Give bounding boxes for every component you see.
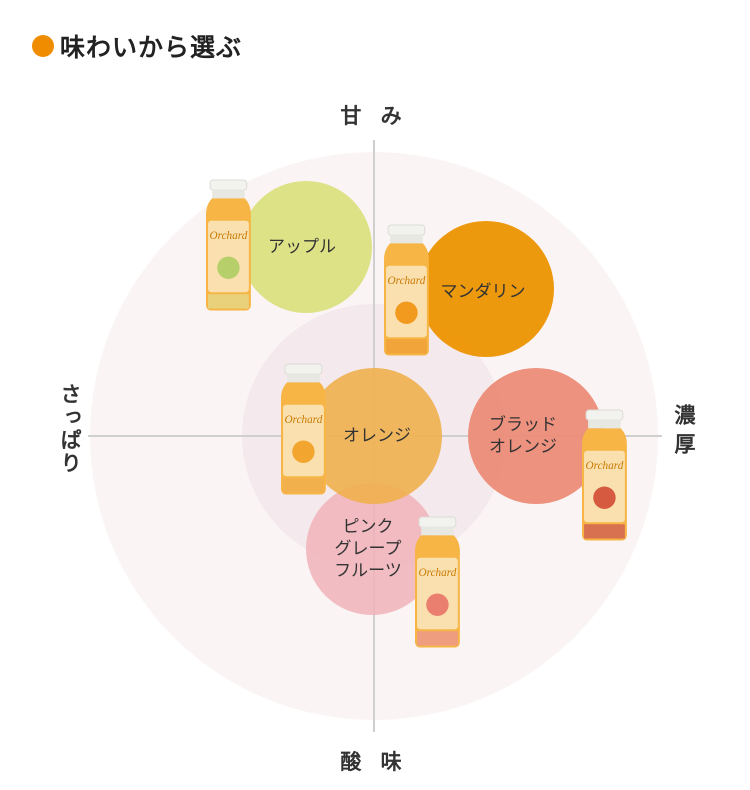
- bubble-blood-orange: [468, 368, 604, 504]
- axis-label-sweet: 甘 み: [340, 104, 408, 128]
- label-apple[interactable]: アップル: [268, 237, 336, 257]
- axis-label-rich: 濃厚: [672, 404, 696, 462]
- section-header: 味わいから選ぶ: [32, 28, 242, 64]
- bubble-pink-grapefruit: [306, 483, 438, 615]
- section-title: 味わいから選ぶ: [60, 33, 243, 62]
- orange-dot-icon: [32, 35, 54, 57]
- label-blood-orange[interactable]: ブラッドオレンジ: [489, 415, 557, 457]
- bottle-mandarin: [383, 224, 430, 357]
- bottle-blood-orange: [581, 409, 628, 542]
- bottle-pink-grapefruit: [414, 516, 461, 649]
- bottle-orange: [280, 363, 327, 496]
- bubble-mandarin: [418, 221, 554, 357]
- label-pink-grapefruit[interactable]: ピンクグレープフルーツ: [334, 517, 402, 581]
- axis-label-sour: 酸 味: [340, 750, 408, 774]
- bubble-apple: [240, 181, 372, 313]
- label-orange[interactable]: オレンジ: [343, 426, 411, 446]
- bottle-apple: [205, 179, 252, 312]
- axis-label-light: さっぱり: [58, 383, 82, 475]
- bubble-orange: [306, 368, 442, 504]
- label-mandarin[interactable]: マンダリン: [440, 282, 526, 302]
